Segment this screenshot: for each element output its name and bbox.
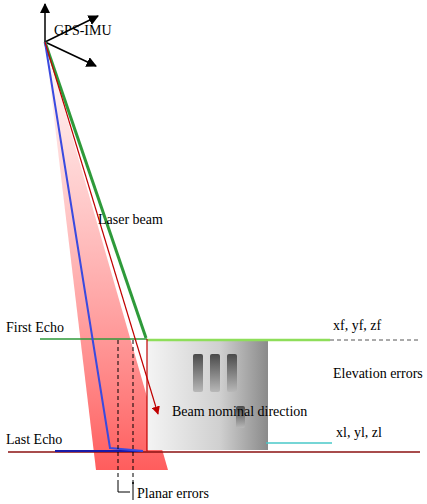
- dashed-level: [330, 340, 420, 341]
- device-label: GPS-IMU: [54, 23, 112, 38]
- building-edge: [146, 339, 147, 451]
- error-label: Elevation errors: [333, 366, 423, 381]
- error-label: Planar errors: [137, 486, 209, 501]
- building: [147, 341, 268, 450]
- echo-label: First Echo: [6, 320, 64, 335]
- last-level-line: [266, 442, 332, 444]
- coordinate-label: xf, yf, zf: [333, 318, 381, 333]
- beam-label: Laser beam: [98, 212, 163, 227]
- ground-line: [8, 451, 420, 453]
- nominal-beam: [45, 42, 158, 414]
- echo-label: Last Echo: [6, 432, 62, 447]
- first-echo-beam: [45, 42, 146, 338]
- coordinate-label: xl, yl, zl: [336, 425, 382, 440]
- direction-label: Beam nominal direction: [172, 404, 307, 419]
- last-echo-beam: [45, 42, 143, 451]
- roof-line: [147, 339, 330, 342]
- planar-error-bracket: [118, 340, 133, 500]
